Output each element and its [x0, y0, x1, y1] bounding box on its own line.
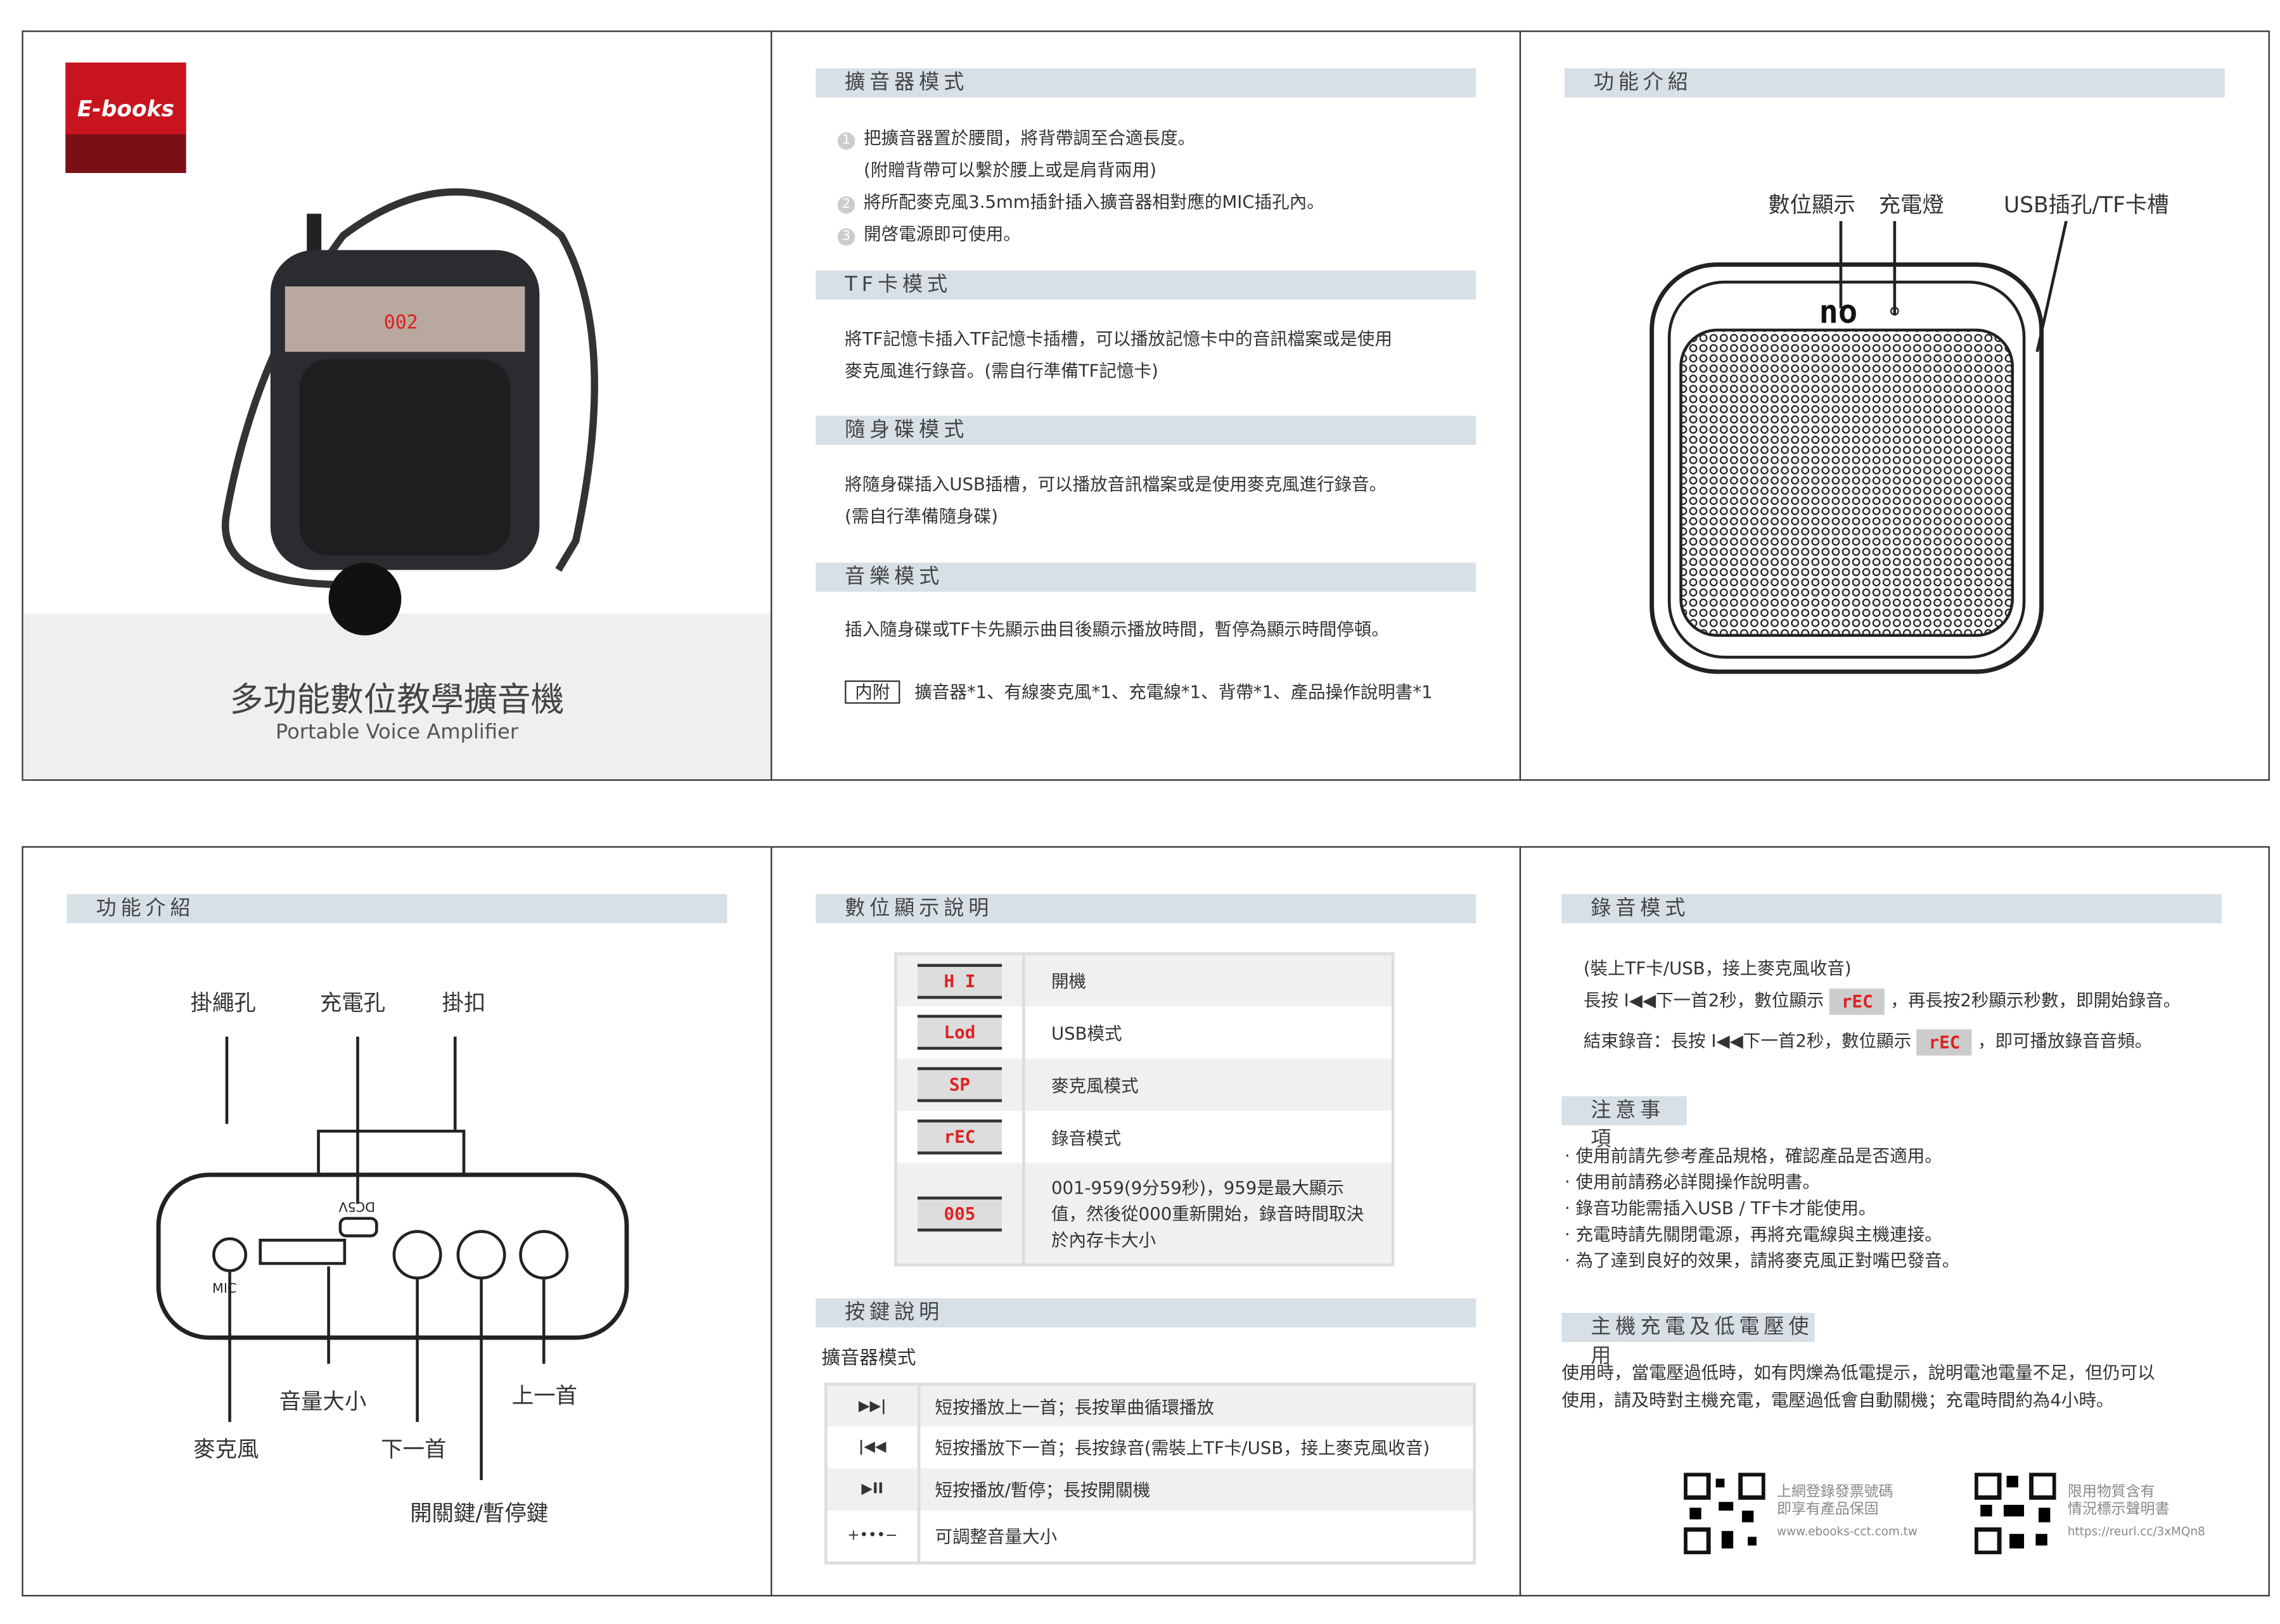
top-view-panel: 功能介紹 掛繩孔 充電孔 掛扣 DC5V MIC 音量大小 上一首 麥克風 下一…	[22, 846, 772, 1597]
table-row: +•••−可調整音量大小	[826, 1511, 1476, 1563]
qr-code-icon[interactable]	[1682, 1472, 1766, 1556]
features-header: 功能介紹	[1564, 68, 2225, 98]
charging-text: 使用時，當電壓過低時，如有閃爍為低電提示，說明電池電量不足，但仍可以使用，請及時…	[1561, 1362, 2155, 1410]
qr-code-icon[interactable]	[1973, 1472, 2057, 1556]
label-charge-light: 充電燈	[1878, 191, 1944, 219]
volume-icon: +•••−	[826, 1511, 921, 1563]
svg-text:DC5V: DC5V	[338, 1199, 375, 1215]
play-pause-icon: ▶II	[826, 1468, 921, 1511]
label-power: 開關鍵/暫停鍵	[410, 1500, 549, 1527]
usb-mode-header: 隨身碟模式	[816, 416, 1476, 445]
keys-header: 按鍵說明	[816, 1298, 1476, 1327]
record-notes-panel: 錄音模式 (裝上TF卡/USB，接上麥克風收音) 長按 I◀◀下一首2秒，數位顯…	[1519, 846, 2270, 1597]
front-view-diagram: no	[1649, 221, 2068, 674]
features-top-header: 功能介紹	[67, 894, 727, 924]
svg-text:002: 002	[384, 312, 418, 334]
top-view-diagram: DC5V MIC	[156, 1037, 629, 1480]
music-mode-header: 音樂模式	[816, 563, 1476, 592]
label-mic: 麥克風	[193, 1436, 259, 1463]
label-prev: 上一首	[511, 1383, 577, 1409]
svg-text:no: no	[1819, 293, 1858, 330]
table-row: ▶▶|短按播放上一首；長按單曲循環播放	[826, 1384, 1476, 1427]
record-header: 錄音模式	[1561, 894, 2222, 924]
label-lanyard: 掛繩孔	[190, 990, 256, 1016]
label-volume: 音量大小	[279, 1388, 367, 1415]
front-view-panel: 功能介紹 數位顯示 充電燈 USB插孔/TF卡槽 no	[1519, 30, 2270, 781]
next-track-icon: ▶▶|	[826, 1384, 921, 1427]
label-clip: 掛扣	[442, 990, 486, 1016]
label-charge-port: 充電孔	[319, 990, 386, 1016]
prev-track-icon: |◀◀	[826, 1426, 921, 1469]
product-subtitle: Portable Voice Amplifier	[275, 721, 518, 745]
label-next: 下一首	[381, 1436, 447, 1463]
charging-header: 主機充電及低電壓使用	[1561, 1313, 1815, 1368]
brand-logo: E-books	[65, 62, 186, 174]
product-photo: 002	[221, 188, 598, 636]
cover-panel: E-books 002 多功能數位教學擴音機 Portable Voice Am…	[22, 30, 772, 781]
table-row: |◀◀短按播放下一首；長按錄音(需裝上TF卡/USB，接上麥克風收音)	[826, 1426, 1476, 1469]
label-display: 數位顯示	[1768, 191, 1855, 219]
svg-text:MIC: MIC	[212, 1281, 236, 1296]
tf-mode-header: TF卡模式	[816, 270, 1476, 300]
amp-mode-header: 擴音器模式	[816, 68, 1476, 98]
display-header: 數位顯示說明	[816, 894, 1476, 924]
tf-mode-text: 將TF記憶卡插入TF記憶卡插槽，可以播放記憶卡中的音訊檔案或是使用麥克風進行錄音…	[845, 328, 1393, 381]
record-text: (裝上TF卡/USB，接上麥克風收音) 長按 I◀◀下一首2秒，數位顯示 rEC…	[1584, 952, 2181, 1057]
notes-list: · 使用前請先參考產品規格，確認產品是否適用。 · 使用前請務必詳閱操作說明書。…	[1564, 1146, 1960, 1271]
keys-subtitle: 擴音器模式	[821, 1348, 916, 1370]
usb-mode-text: 將隨身碟插入USB插槽，可以播放音訊檔案或是使用麥克風進行錄音。(需自行準備隨身…	[845, 474, 1387, 527]
music-mode-text: 插入隨身碟或TF卡先顯示曲目後顯示播放時間，暫停為顯示時間停頓。	[845, 619, 1389, 640]
label-usb-tf: USB插孔/TF卡槽	[2003, 191, 2169, 219]
product-title: 多功能數位教學擴音機	[229, 682, 565, 720]
keys-table: ▶▶|短按播放上一首；長按單曲循環播放 |◀◀短按播放下一首；長按錄音(需裝上T…	[824, 1383, 1476, 1564]
included-items: 内附擴音器*1、有線麥克風*1、充電線*1、背帶*1、產品操作說明書*1	[845, 676, 1433, 708]
notes-header: 注意事項	[1561, 1096, 1687, 1151]
